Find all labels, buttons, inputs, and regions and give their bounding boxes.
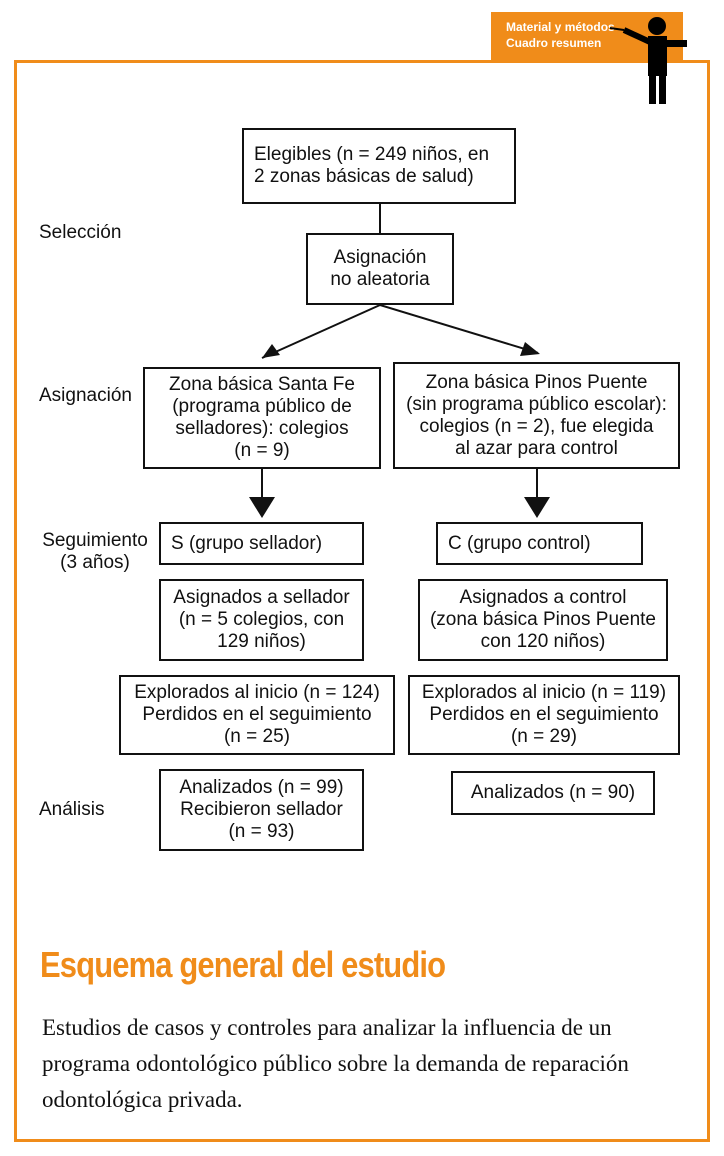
teacher-pointing-icon <box>609 17 687 104</box>
node-explorados-c: Explorados al inicio (n = 119) Perdidos … <box>408 675 680 755</box>
node-analizados-c: Analizados (n = 90) <box>451 771 655 815</box>
section-tag-line2: Cuadro resumen <box>506 36 602 50</box>
stage-label-seguimiento: Seguimiento (3 años) <box>42 530 148 573</box>
node-analizados-s: Analizados (n = 99) Recibieron sellador … <box>159 769 364 851</box>
node-asignados-c: Asignados a control (zona básica Pinos P… <box>418 579 668 661</box>
arrow-to-pinos-puente <box>379 304 539 354</box>
section-tag-line1: Material y métodos <box>506 20 615 34</box>
stage-label-asignacion: Asignación <box>39 385 132 406</box>
node-pinos-puente: Zona básica Pinos Puente (sin programa p… <box>393 362 680 469</box>
node-explorados-s: Explorados al inicio (n = 124) Perdidos … <box>119 675 395 755</box>
figure-title: Esquema general del estudio <box>40 944 446 985</box>
node-asignacion: Asignación no aleatoria <box>306 233 454 305</box>
node-santa-fe: Zona básica Santa Fe (programa público d… <box>143 367 381 469</box>
summary-frame <box>14 60 710 1142</box>
node-grupo-c: C (grupo control) <box>436 522 643 565</box>
stage-label-analisis: Análisis <box>39 799 105 820</box>
figure-description: Estudios de casos y controles para anali… <box>42 1015 629 1112</box>
stage-label-seleccion: Selección <box>39 222 122 243</box>
node-grupo-s: S (grupo sellador) <box>159 522 364 565</box>
node-elegibles: Elegibles (n = 249 niños, en 2 zonas bás… <box>242 128 516 204</box>
node-asignados-s: Asignados a sellador (n = 5 colegios, co… <box>159 579 364 661</box>
arrow-to-santa-fe <box>261 304 381 359</box>
